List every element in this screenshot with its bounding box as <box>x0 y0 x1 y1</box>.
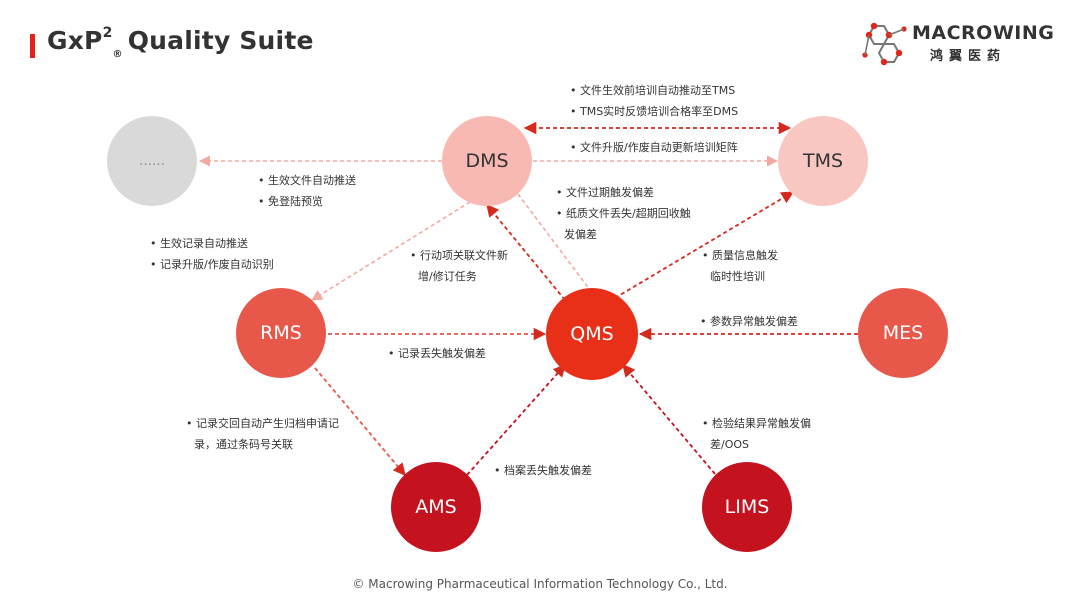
annotation-dms-tms-update: • 文件升版/作废自动更新培训矩阵 <box>570 141 738 154</box>
annotation-lims-qms: • 检验结果异常触发偏 差/OOS <box>702 417 811 451</box>
company-logo: MACROWING 鸿翼医药 <box>862 20 1062 68</box>
annotation-mes-qms: • 参数异常触发偏差 <box>700 315 798 328</box>
annotation-rms-qms: • 记录丢失触发偏差 <box>388 347 486 360</box>
node-tms[interactable]: TMS <box>778 116 868 206</box>
annotation-rms-records: • 生效记录自动推送 • 记录升版/作废自动识别 <box>150 237 274 271</box>
annotation-qms-dms-action: • 行动项关联文件新 增/修订任务 <box>410 249 508 283</box>
node-placeholder: …… <box>107 116 197 206</box>
logo-name: MACROWING <box>912 22 1055 44</box>
title-accent-bar <box>30 34 35 58</box>
copyright-footer: © Macrowing Pharmaceutical Information T… <box>352 577 728 591</box>
annotation-ams-qms: • 档案丢失触发偏差 <box>494 464 592 477</box>
molecule-icon <box>862 22 907 66</box>
annotation-qms-tms: • 质量信息触发 临时性培训 <box>702 249 778 283</box>
annotation-rms-ams: • 记录交回自动产生归档申请记 录，通过条码号关联 <box>186 417 339 451</box>
logo-chinese-name: 鸿翼医药 <box>930 49 1007 64</box>
annotation-dms-qms: • 文件过期触发偏差 • 纸质文件丢失/超期回收触 发偏差 <box>556 186 691 241</box>
link-lims-qms <box>622 364 716 475</box>
node-mes[interactable]: MES <box>858 288 948 378</box>
node-rms[interactable]: RMS <box>236 288 326 378</box>
node-dms[interactable]: DMS <box>442 116 532 206</box>
link-dms-rms <box>311 201 471 301</box>
annotation-dms-tms: • 文件生效前培训自动推动至TMS • TMS实时反馈培训合格率至DMS <box>570 84 739 118</box>
node-lims[interactable]: LIMS <box>702 462 792 552</box>
node-ams[interactable]: AMS <box>391 462 481 552</box>
node-qms[interactable]: QMS <box>546 288 638 380</box>
annotation-dms-outbound: • 生效文件自动推送 • 免登陆预览 <box>258 174 356 208</box>
page-title: GxP2®Quality Suite <box>47 24 314 60</box>
link-rms-ams <box>314 367 406 476</box>
link-dms-qms <box>517 193 591 291</box>
link-ams-qms <box>466 364 566 476</box>
